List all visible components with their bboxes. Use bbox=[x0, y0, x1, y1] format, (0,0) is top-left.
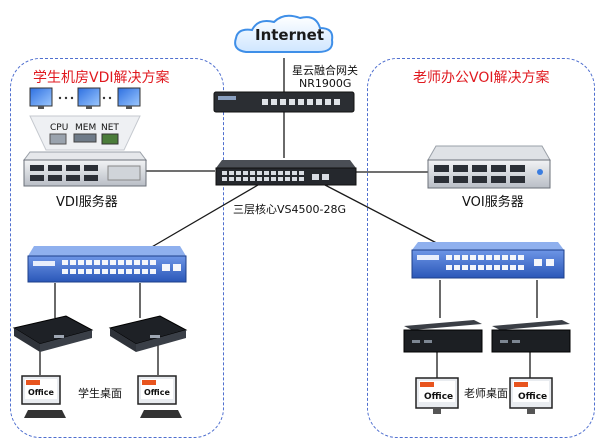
vdi-server-label: VDI服务器 bbox=[56, 195, 118, 210]
teacher-zone bbox=[367, 58, 595, 438]
link-core-teacher-switch bbox=[324, 184, 451, 251]
student-thin-client-icons bbox=[12, 315, 188, 352]
office-label-3: Office bbox=[424, 392, 454, 402]
link-core-student-switch bbox=[149, 184, 259, 249]
connection-lines bbox=[39, 58, 538, 378]
resource-label-cpu: CPU bbox=[50, 123, 69, 133]
office-label-4: Office bbox=[518, 392, 548, 402]
office-label-1: Office bbox=[28, 388, 54, 397]
gateway-model-label: NR1900G bbox=[299, 77, 352, 90]
vdi-server-icon bbox=[23, 151, 147, 187]
vm-desktop-icons bbox=[29, 87, 141, 109]
teacher-zone-title: 老师办公VOI解决方案 bbox=[413, 70, 550, 86]
office-label-2: Office bbox=[144, 388, 170, 397]
vdi-resource-fan bbox=[29, 115, 141, 151]
resource-label-net: NET bbox=[101, 123, 119, 133]
student-access-switch-icon bbox=[27, 246, 187, 283]
voi-server-label: VOI服务器 bbox=[462, 195, 524, 210]
voi-server-icon bbox=[427, 145, 551, 189]
teacher-access-switch-icon bbox=[411, 242, 565, 279]
resource-label-mem: MEM bbox=[75, 123, 97, 133]
internet-cloud-icon bbox=[234, 14, 334, 53]
student-zone bbox=[10, 58, 224, 438]
teacher-voi-host-icons bbox=[403, 320, 571, 353]
core-switch-icon bbox=[215, 160, 357, 186]
teacher-desktop-label: 老师桌面 bbox=[464, 387, 508, 400]
gateway-name-label: 星云融合网关 bbox=[292, 64, 358, 77]
student-desktop-label: 学生桌面 bbox=[78, 387, 122, 400]
gateway-device-icon bbox=[213, 91, 355, 113]
internet-label: Internet bbox=[255, 26, 325, 44]
desktop-monitor-icons bbox=[21, 375, 553, 418]
core-switch-label: 三层核心VS4500-28G bbox=[233, 203, 346, 216]
student-zone-title: 学生机房VDI解决方案 bbox=[33, 70, 170, 86]
